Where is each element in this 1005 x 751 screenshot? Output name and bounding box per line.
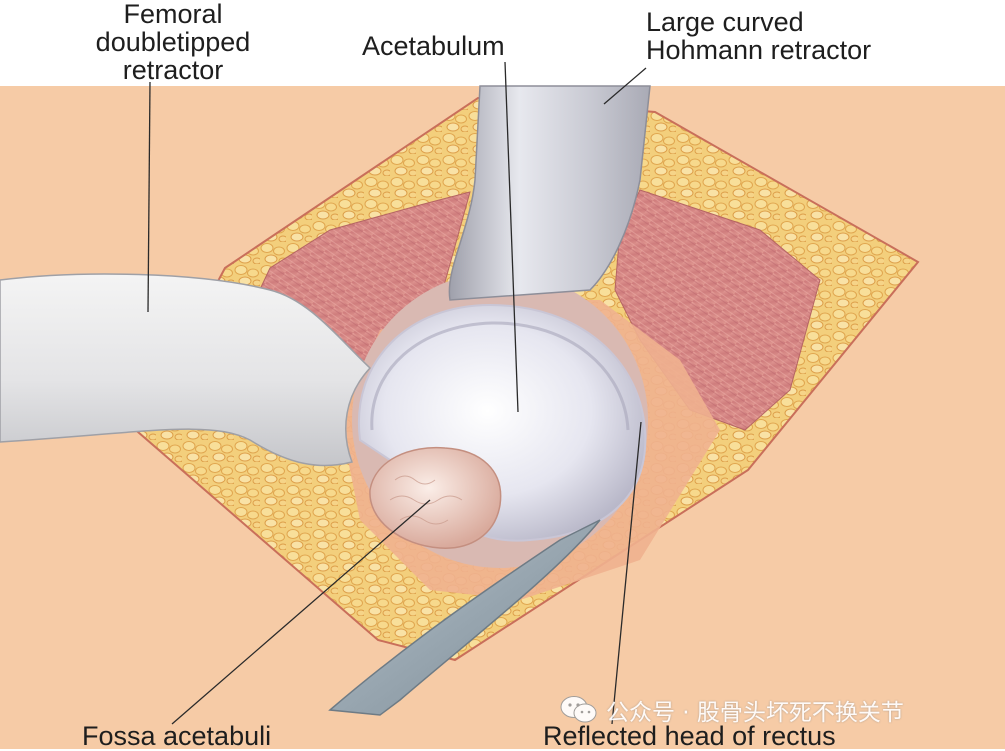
- leader-fossa: [171, 499, 431, 725]
- label-femoral-line2: doubletipped: [95, 27, 251, 57]
- lower-retractor: [328, 519, 601, 716]
- leader-acetabulum: [504, 61, 519, 413]
- watermark: 公众号 · 股骨头坏死不换关节: [560, 694, 904, 726]
- label-femoral-retractor: Femoral doubletipped retractor: [78, 0, 268, 84]
- label-femoral-line1: Femoral: [123, 0, 223, 29]
- label-hohmann-line2: Hohmann retractor: [646, 35, 872, 65]
- hohmann-retractor: [448, 85, 651, 301]
- label-reflected-head-of-rectus: Reflected head of rectus: [543, 721, 836, 751]
- leader-femoral: [147, 81, 151, 313]
- leader-lines: [147, 61, 647, 725]
- label-hohmann-line1: Large curved: [646, 7, 804, 37]
- label-fossa-acetabuli: Fossa acetabuli: [82, 721, 272, 751]
- watermark-text: 公众号 · 股骨头坏死不换关节: [606, 700, 904, 726]
- label-acetabulum: Acetabulum: [362, 31, 505, 61]
- label-hohmann-retractor: Large curved Hohmann retractor: [646, 8, 871, 64]
- acetabulum-rim-shadow: [370, 321, 630, 431]
- label-femoral-line3: retractor: [122, 55, 224, 85]
- wechat-icon: [560, 696, 597, 723]
- femoral-retractor: [0, 273, 372, 467]
- leader-hohmann: [603, 67, 647, 105]
- leader-rectus: [611, 421, 642, 725]
